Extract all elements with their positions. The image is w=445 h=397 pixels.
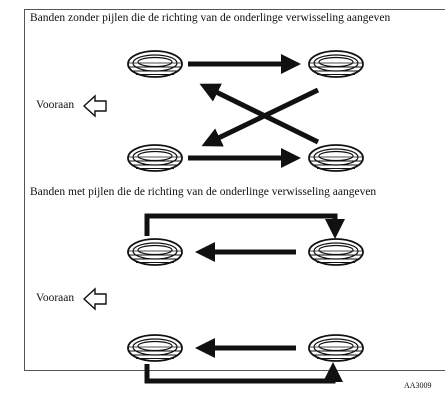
tire-front-left <box>127 50 183 78</box>
section2-front-label: Vooraan <box>36 292 75 304</box>
tire-rear-right <box>308 144 364 172</box>
tire-front-right-directional <box>308 238 364 266</box>
section1-caption: Banden zonder pijlen die de richting van… <box>30 12 391 24</box>
front-direction-arrow-icon-2 <box>82 287 107 311</box>
arrow-left-to-right-top-bracket <box>144 213 345 239</box>
arrow-left-to-right-bottom-bracket <box>144 362 343 384</box>
section1-front-label: Vooraan <box>36 99 75 111</box>
figure-code: AA3009 <box>404 381 432 390</box>
tire-front-left-directional <box>127 238 183 266</box>
tire-rear-right-directional <box>308 334 364 362</box>
tire-front-right <box>308 50 364 78</box>
frame-bottom-border <box>24 370 445 371</box>
tire-rear-left-directional <box>127 334 183 362</box>
arrow-rear-right-to-front-left <box>199 83 320 145</box>
front-direction-arrow-icon <box>82 94 107 118</box>
diagram-frame <box>24 9 445 371</box>
tire-rear-left <box>127 144 183 172</box>
section2-caption: Banden met pijlen die de richting van de… <box>30 186 377 198</box>
